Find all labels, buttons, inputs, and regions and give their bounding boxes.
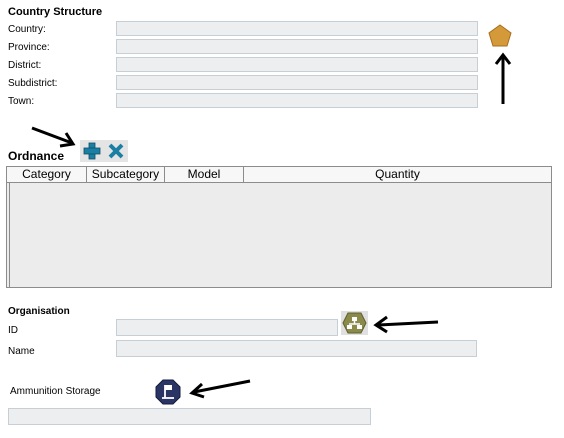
- town-label: Town:: [8, 96, 35, 107]
- pentagon-icon[interactable]: [487, 23, 513, 49]
- organisation-name-label: Name: [8, 346, 35, 357]
- province-field[interactable]: [116, 39, 478, 54]
- district-label: District:: [8, 60, 42, 71]
- right-down-arrow-icon: [31, 126, 76, 148]
- district-field[interactable]: [116, 57, 478, 72]
- ammunition-storage-field[interactable]: [8, 408, 371, 425]
- organisation-title: Organisation: [8, 306, 70, 317]
- ammunition-storage-button[interactable]: [155, 379, 181, 405]
- left-arrow-icon: [189, 379, 251, 399]
- column-header-subcategory[interactable]: Subcategory: [87, 167, 165, 182]
- table-left-border: [7, 183, 10, 287]
- up-arrow-icon: [494, 52, 512, 104]
- ordnance-table-header: Category Subcategory Model Quantity: [7, 167, 551, 183]
- plus-icon: [83, 142, 101, 160]
- remove-row-button[interactable]: [104, 140, 128, 162]
- flag-icon: [155, 379, 181, 405]
- column-header-model[interactable]: Model: [165, 167, 244, 182]
- town-field[interactable]: [116, 93, 478, 108]
- province-label: Province:: [8, 42, 50, 53]
- x-icon: [108, 143, 124, 159]
- column-header-quantity[interactable]: Quantity: [244, 167, 551, 182]
- organisation-id-label: ID: [8, 325, 18, 336]
- country-field[interactable]: [116, 21, 478, 36]
- country-label: Country:: [8, 24, 46, 35]
- organisation-id-field[interactable]: [116, 319, 338, 336]
- subdistrict-field[interactable]: [116, 75, 478, 90]
- hierarchy-icon: [342, 312, 367, 334]
- column-header-category[interactable]: Category: [7, 167, 87, 182]
- add-row-button[interactable]: [80, 140, 104, 162]
- country-structure-title: Country Structure: [8, 6, 103, 18]
- subdistrict-label: Subdistrict:: [8, 78, 58, 89]
- left-arrow-icon: [373, 315, 439, 334]
- ordnance-title: Ordnance: [8, 149, 65, 163]
- organisation-lookup-button[interactable]: [341, 311, 368, 335]
- organisation-name-field[interactable]: [116, 340, 477, 357]
- ammunition-storage-label: Ammunition Storage: [10, 386, 101, 397]
- ordnance-table[interactable]: Category Subcategory Model Quantity: [6, 166, 552, 288]
